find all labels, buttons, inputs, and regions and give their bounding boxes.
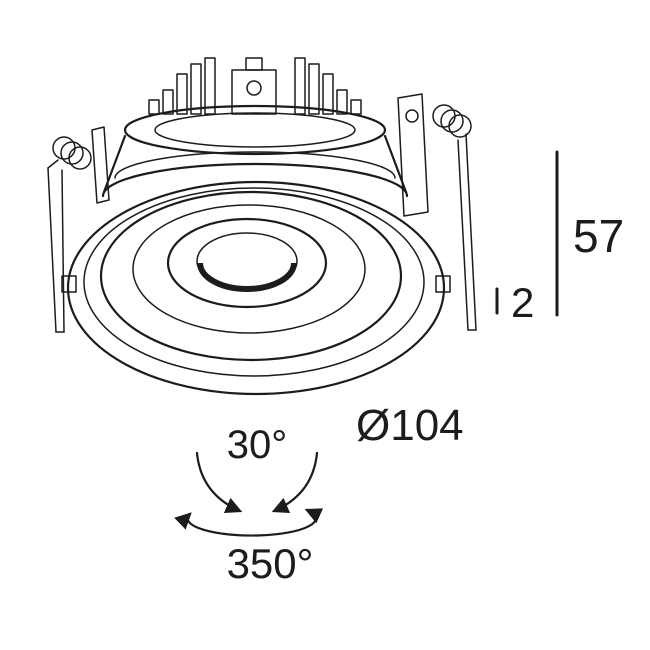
lens — [166, 217, 328, 309]
angle-label-tilt: 30° — [227, 423, 288, 467]
trim-inner-edge — [99, 190, 403, 362]
heatsink-screw — [246, 80, 262, 96]
dimension-label-height: 57 — [573, 210, 624, 262]
mounting-plate-left — [91, 126, 110, 204]
gimbal-pivot-left — [61, 275, 77, 293]
spring-coil-right — [432, 104, 456, 128]
trim-outer-edge — [66, 180, 446, 396]
angle-label-rotation: 350° — [227, 540, 314, 587]
dimension-label-diameter: Ø104 — [356, 401, 464, 450]
spring-coil-left — [52, 136, 76, 160]
trim-ring — [61, 180, 451, 396]
spring-clip-left — [47, 126, 110, 333]
trim-bevel — [83, 187, 425, 377]
mounting-plate-right — [397, 93, 429, 217]
gimbal-pivot-right — [435, 275, 451, 293]
spring-clip-right — [397, 93, 477, 331]
lens-shadow-crescent — [197, 262, 297, 292]
tilt-arrows — [195, 451, 319, 513]
rotation-ellipse-arrow — [174, 508, 324, 537]
tilt-arrow-left — [195, 451, 243, 513]
reflector-cone — [132, 204, 366, 334]
rotation-arrow — [174, 508, 324, 537]
heatsink-fins — [148, 57, 362, 115]
mounting-hole-right — [405, 109, 419, 123]
dimension-lines — [495, 150, 559, 317]
tilt-arrow-right — [271, 451, 319, 513]
dimension-label-trim-height: 2 — [511, 279, 534, 326]
lens-outer — [166, 217, 328, 309]
